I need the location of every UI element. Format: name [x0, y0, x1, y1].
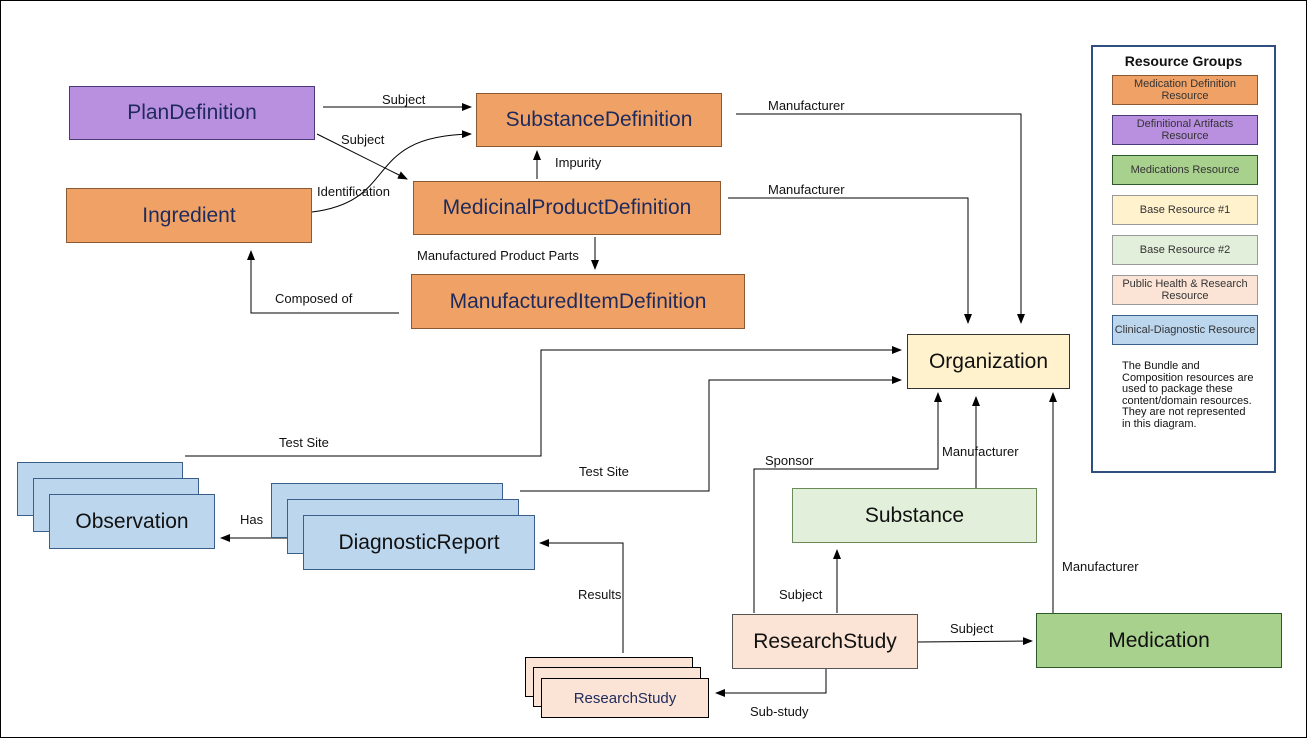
edge-label-subject-4: Subject [950, 621, 994, 636]
medicinalproductdefinition-node[interactable]: MedicinalProductDefinition [413, 181, 721, 235]
substancedefinition-node[interactable]: SubstanceDefinition [476, 93, 722, 147]
legend-item-base-1: Base Resource #1 [1112, 195, 1258, 225]
manufactureditemdefinition-label: ManufacturedItemDefinition [449, 289, 707, 313]
ingredient-label: Ingredient [142, 203, 236, 227]
legend-item-label: Medication Definition Resource [1133, 78, 1237, 102]
legend-item-medication-definition: Medication Definition Resource [1112, 75, 1258, 105]
organization-node[interactable]: Organization [907, 334, 1070, 389]
edge-label-sponsor: Sponsor [765, 453, 814, 468]
edge-label-subject-2: Subject [341, 132, 385, 147]
edge-results [539, 539, 624, 653]
edge-label-manufacturer-3: Manufacturer [942, 444, 1019, 459]
edge-label-manufacturer-1: Manufacturer [768, 98, 845, 113]
edge-label-test-site-2: Test Site [579, 464, 629, 479]
edge-label-subject-3: Subject [779, 587, 823, 602]
legend-item-label: Base Resource #2 [1139, 244, 1231, 256]
legend-title: Resource Groups [1124, 53, 1243, 69]
diagnosticreport-node[interactable]: DiagnosticReport [303, 515, 535, 570]
ingredient-node[interactable]: Ingredient [66, 188, 312, 243]
medicinalproductdefinition-label: MedicinalProductDefinition [442, 196, 692, 219]
legend-item-label: Clinical-Diagnostic Resource [1114, 324, 1256, 336]
edge-sponsor [753, 392, 942, 613]
edge-report-org [520, 376, 902, 492]
legend-item-public-health: Public Health & Research Resource [1112, 275, 1258, 305]
observation-node[interactable]: Observation [49, 494, 215, 549]
diagnosticreport-label: DiagnosticReport [338, 530, 500, 554]
observation-label: Observation [75, 509, 189, 533]
manufactureditemdefinition-node[interactable]: ManufacturedItemDefinition [411, 274, 745, 329]
legend-item-clinical-diagnostic: Clinical-Diagnostic Resource [1112, 315, 1258, 345]
edge-study-medication [917, 637, 1033, 646]
legend-item-label: Medications Resource [1130, 164, 1240, 176]
legend-item-definitional-artifacts: Definitional Artifacts Resource [1112, 115, 1258, 145]
legend-item-medications: Medications Resource [1112, 155, 1258, 185]
organization-label: Organization [928, 349, 1049, 373]
edge-plan-medicinal [316, 133, 408, 180]
edge-label-results: Results [578, 587, 622, 602]
substance-node[interactable]: Substance [792, 488, 1037, 543]
legend-item-label: Base Resource #1 [1139, 204, 1231, 216]
substance-label: Substance [864, 503, 965, 527]
edge-label-manufactured-product-parts: Manufactured Product Parts [417, 248, 579, 263]
legend-panel: Resource Groups Medication Definition Re… [1091, 45, 1276, 473]
edge-label-sub-study: Sub-study [750, 704, 809, 719]
plandefinition-label: PlanDefinition [127, 101, 257, 124]
edge-label-has: Has [240, 512, 264, 527]
edge-label-impurity: Impurity [555, 155, 602, 170]
edge-label-manufacturer-2: Manufacturer [768, 182, 845, 197]
edge-observation-org [185, 346, 902, 457]
edge-medicinal-org [728, 197, 972, 324]
medication-label: Medication [1108, 628, 1210, 652]
researchstudy-node[interactable]: ResearchStudy [732, 614, 918, 669]
legend-item-base-2: Base Resource #2 [1112, 235, 1258, 265]
legend-note: The Bundle and Composition resources are… [1122, 360, 1254, 430]
edge-ingredient-substance [311, 130, 472, 213]
edge-sub-study [715, 669, 827, 697]
researchstudy-child-label: ResearchStudy [573, 689, 677, 707]
plandefinition-node[interactable]: PlanDefinition [69, 86, 315, 140]
researchstudy-label: ResearchStudy [753, 629, 897, 653]
edge-label-composed-of: Composed of [275, 291, 353, 306]
edge-label-subject-1: Subject [382, 92, 426, 107]
edge-label-test-site-1: Test Site [279, 435, 329, 450]
edge-label-manufacturer-4: Manufacturer [1062, 559, 1139, 574]
legend-item-label: Public Health & Research Resource [1122, 278, 1248, 302]
substancedefinition-label: SubstanceDefinition [505, 108, 693, 131]
legend-item-label: Definitional Artifacts Resource [1136, 118, 1234, 142]
medication-node[interactable]: Medication [1036, 613, 1282, 668]
edge-composed-of [247, 250, 399, 314]
edge-substdef-org [736, 113, 1025, 324]
researchstudy-child-node[interactable]: ResearchStudy [541, 678, 709, 718]
edge-label-identification: Identification [317, 184, 390, 199]
